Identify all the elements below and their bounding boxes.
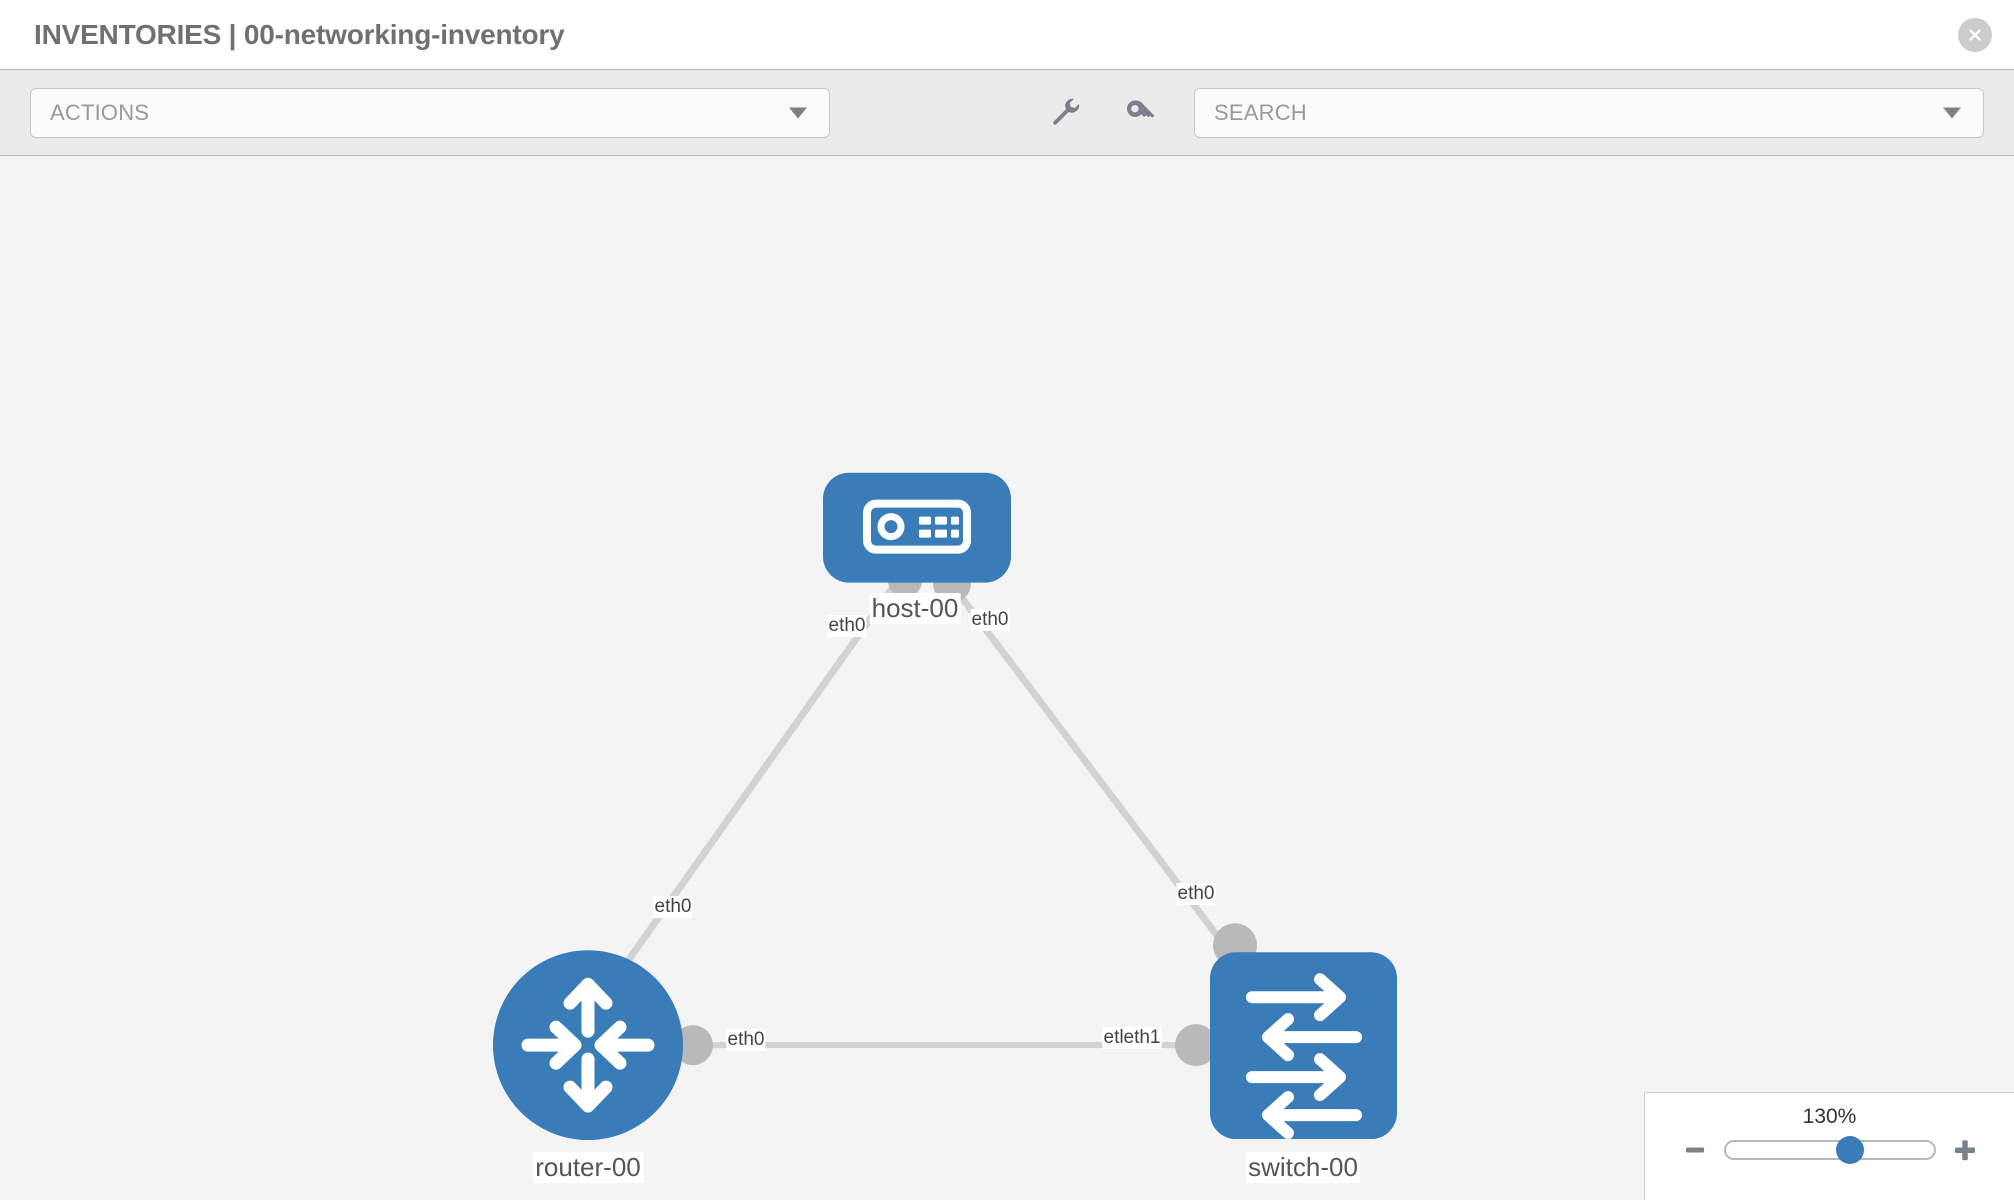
zoom-control: 130% — [1644, 1092, 2014, 1200]
node-router-00[interactable] — [493, 950, 683, 1141]
actions-dropdown-label: ACTIONS — [50, 99, 150, 125]
header-bar: INVENTORIES | 00-networking-inventory — [0, 0, 2014, 70]
iface-label-switch-eth0-uplink: eth0 — [1176, 883, 1216, 905]
page-title: INVENTORIES | 00-networking-inventory — [34, 18, 565, 50]
zoom-slider-track[interactable] — [1723, 1136, 1936, 1164]
search-input[interactable]: SEARCH — [1194, 87, 1984, 138]
iface-label-switch-eth1: eth1 — [1122, 1027, 1162, 1049]
node-label-router-00: router-00 — [533, 1152, 643, 1183]
iface-label-host-eth0-right: eth0 — [970, 609, 1010, 631]
endpoint-switch-eth1[interactable] — [1175, 1024, 1217, 1067]
chevron-down-icon — [1943, 107, 1961, 118]
iface-label-router-eth0-uplink: eth0 — [653, 896, 693, 918]
iface-label-router-eth0: eth0 — [726, 1029, 766, 1051]
chevron-down-icon — [789, 107, 807, 118]
interface-endpoints — [673, 563, 1257, 1067]
switch-arrows-icon — [1246, 973, 1362, 1140]
toolbar-icon-group — [1046, 93, 1160, 133]
zoom-level-label: 130% — [1802, 1105, 1857, 1128]
topology-graph — [493, 472, 1397, 1141]
plus-icon[interactable] — [1952, 1137, 1978, 1163]
node-host-00[interactable] — [823, 472, 1011, 583]
zoom-slider-thumb[interactable] — [1836, 1136, 1865, 1164]
link-host-router — [597, 553, 918, 1003]
search-placeholder: SEARCH — [1214, 99, 1307, 125]
wrench-icon[interactable] — [1046, 93, 1086, 133]
endpoint-router-eth0[interactable] — [673, 1025, 713, 1066]
link-line[interactable] — [597, 553, 918, 1003]
iface-label-host-eth0-left: eth0 — [827, 615, 867, 637]
node-switch-00[interactable] — [1210, 952, 1397, 1140]
actions-dropdown[interactable]: ACTIONS — [30, 87, 830, 138]
node-label-host-00: host-00 — [869, 593, 961, 624]
router-arrows-icon — [521, 977, 655, 1113]
node-label-switch-00: switch-00 — [1246, 1152, 1360, 1183]
key-icon[interactable] — [1120, 93, 1160, 133]
close-icon[interactable] — [1958, 17, 1992, 52]
minus-icon[interactable] — [1682, 1137, 1708, 1163]
topology-canvas[interactable]: host-00 router-00 switch-00 eth0 eth0 et… — [0, 156, 2014, 1200]
zoom-slider-row — [1682, 1136, 1978, 1164]
toolbar: ACTIONS SEARCH — [0, 70, 2014, 156]
server-icon — [863, 499, 971, 554]
